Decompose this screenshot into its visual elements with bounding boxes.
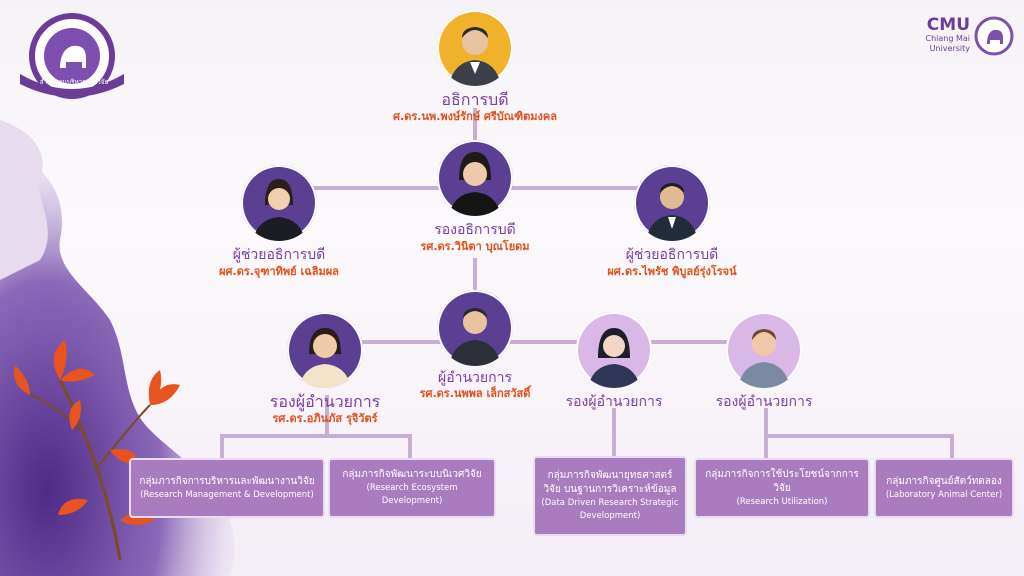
director-title: ผู้อำนวยการ bbox=[438, 370, 512, 386]
deputy-1-photo bbox=[287, 312, 363, 388]
unit-data-driven-strategy: กลุ่มภารกิจพัฒนายุทธศาสตร์วิจัย บนฐานการ… bbox=[533, 456, 687, 536]
connector bbox=[473, 108, 477, 144]
connector bbox=[764, 434, 954, 438]
president-photo bbox=[437, 10, 513, 86]
connector bbox=[220, 434, 224, 458]
deputy-2-avatar bbox=[576, 312, 652, 388]
connector bbox=[325, 395, 329, 435]
connector bbox=[220, 434, 412, 438]
assistant-left-photo bbox=[241, 165, 317, 241]
deputy-2-title: รองผู้อำนวยการ bbox=[565, 394, 663, 410]
assistant-left-name: ผศ.ดร.จุฑาทิพย์ เฉลิมผล bbox=[219, 265, 339, 278]
deputy-1-title: รองผู้อำนวยการ bbox=[269, 392, 381, 411]
unit-th: กลุ่มภารกิจพัฒนายุทธศาสตร์วิจัย บนฐานการ… bbox=[543, 470, 677, 495]
connector bbox=[950, 434, 954, 458]
president-title: อธิการบดี bbox=[441, 90, 509, 109]
vice-president-title: รองอธิการบดี bbox=[434, 222, 516, 238]
cmu-seal-icon bbox=[974, 16, 1014, 56]
cmu-logo: CMU Chiang Mai University bbox=[886, 10, 1014, 62]
unit-th: กลุ่มภารกิจการบริหารและพัฒนางานวิจัย bbox=[139, 475, 315, 487]
unit-en: (Data Driven Research Strategic Developm… bbox=[541, 498, 679, 521]
unit-research-ecosystem: กลุ่มภารกิจพัฒนาระบบนิเวศวิจัย (Research… bbox=[328, 458, 496, 518]
unit-th: กลุ่มภารกิจพัฒนาระบบนิเวศวิจัย bbox=[342, 469, 482, 480]
unit-research-management: กลุ่มภารกิจการบริหารและพัฒนางานวิจัย (Re… bbox=[129, 458, 325, 518]
unit-en: (Research Ecosystem Development) bbox=[366, 483, 458, 506]
connector bbox=[612, 408, 616, 456]
unit-laboratory-animal-center: กลุ่มภารกิจศูนย์สัตว์ทดลอง (Laboratory A… bbox=[874, 458, 1014, 518]
assistant-right-photo bbox=[634, 165, 710, 241]
connector bbox=[473, 258, 477, 292]
assistant-right-name: ผศ.ดร.ไพรัช พิบูลย์รุ่งโรจน์ bbox=[607, 265, 737, 278]
deputy-1-name: รศ.ดร.อภินภัส รุจิวัตร์ bbox=[272, 412, 378, 425]
assistant-right-title: ผู้ช่วยอธิการบดี bbox=[625, 247, 719, 263]
connector bbox=[764, 434, 768, 458]
unit-en: (Research Utilization) bbox=[736, 496, 828, 507]
office-logo: สำนักงานบริหารงานวิจัย bbox=[10, 12, 132, 102]
vice-president-name: รศ.ดร.วินิตา บุณโยดม bbox=[420, 240, 530, 253]
president-name: ศ.ดร.นพ.พงษ์รักษ์ ศรีบัณฑิตมงคล bbox=[393, 110, 557, 123]
connector bbox=[764, 408, 768, 434]
deputy-3-title: รองผู้อำนวยการ bbox=[715, 394, 813, 410]
director-photo bbox=[437, 290, 513, 366]
unit-en: (Research Management & Development) bbox=[140, 489, 314, 500]
unit-th: กลุ่มภารกิจศูนย์สัตว์ทดลอง bbox=[886, 475, 1002, 487]
unit-th: กลุ่มภารกิจการใช้ประโยชน์จากการวิจัย bbox=[705, 468, 859, 494]
deputy-3-avatar bbox=[726, 312, 802, 388]
assistant-left-title: ผู้ช่วยอธิการบดี bbox=[232, 247, 326, 263]
office-logo-text: สำนักงานบริหารงานวิจัย bbox=[39, 78, 109, 86]
connector bbox=[327, 340, 767, 344]
flower-branch-icon bbox=[14, 340, 180, 561]
vice-president-photo bbox=[437, 140, 513, 216]
cmu-name: Chiang Mai University bbox=[925, 34, 971, 53]
connector bbox=[408, 434, 412, 458]
unit-research-utilization: กลุ่มภารกิจการใช้ประโยชน์จากการวิจัย (Re… bbox=[694, 458, 870, 518]
cmu-abbr: CMU bbox=[926, 15, 970, 35]
unit-en: (Laboratory Animal Center) bbox=[885, 489, 1003, 500]
director-name: รศ.ดร.นพพล เล็กสวัสดิ์ bbox=[419, 387, 531, 400]
